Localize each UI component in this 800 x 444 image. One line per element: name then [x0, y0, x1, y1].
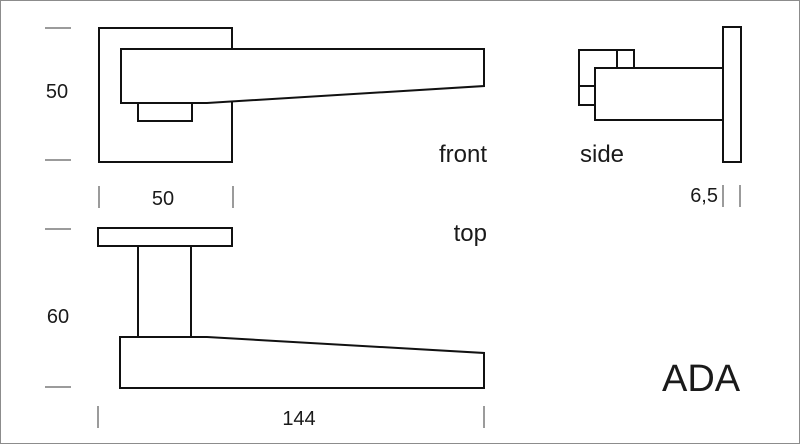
top-lever-handle	[119, 336, 485, 389]
front-view	[98, 27, 485, 163]
top-rosette-profile	[97, 227, 233, 247]
front-neck	[137, 102, 193, 122]
side-view	[578, 26, 742, 163]
top-height-dimension: 60	[46, 306, 70, 328]
side-rosette-profile	[722, 26, 742, 163]
dimension-ticks	[45, 27, 741, 428]
product-name: ADA	[662, 358, 741, 400]
top-view	[97, 227, 485, 389]
top-length-dimension: 144	[282, 408, 316, 430]
side-neck	[594, 67, 724, 121]
front-height-dimension: 50	[45, 81, 69, 103]
front-view-label: front	[438, 141, 487, 168]
side-thickness-dimension: 6,5	[690, 185, 718, 207]
side-view-label: side	[580, 141, 625, 168]
top-view-label: top	[453, 220, 487, 247]
front-width-dimension: 50	[151, 188, 175, 210]
front-lever-handle	[120, 48, 485, 104]
